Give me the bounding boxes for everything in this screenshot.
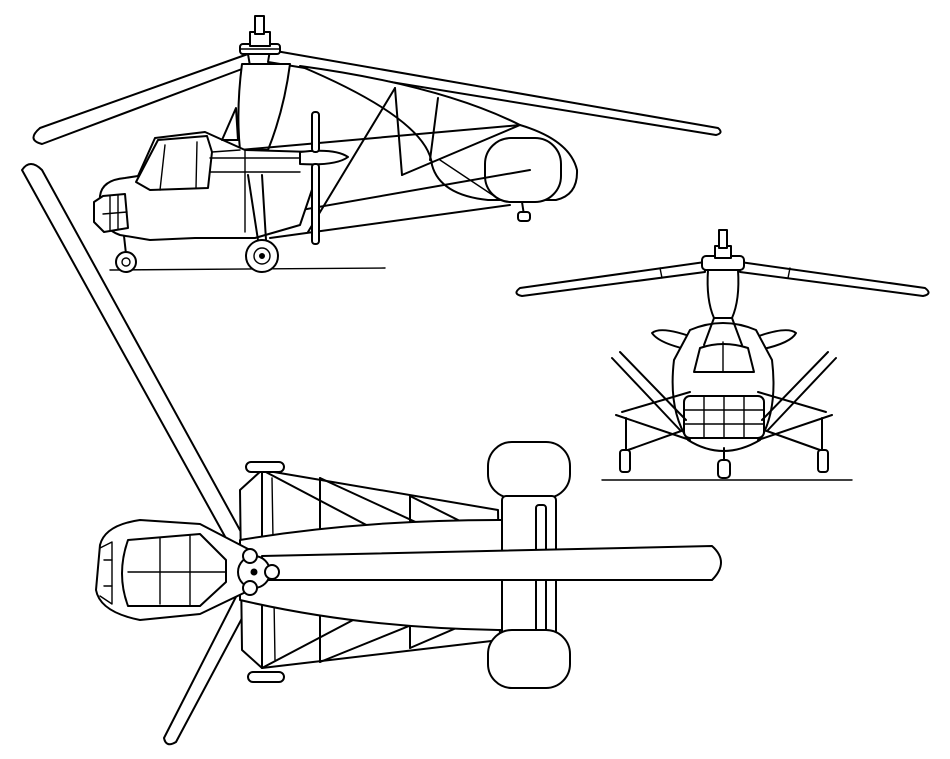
- side-canopy-frames: [159, 141, 311, 233]
- front-main-landing-gear: [619, 417, 829, 473]
- side-main-rotor-blade-rear: [267, 49, 722, 136]
- top-rotor-blade-aft: [261, 545, 722, 581]
- top-cockpit-canopy: [99, 533, 227, 607]
- front-rotor-pylon: [706, 269, 740, 319]
- top-rotor-hub: [237, 548, 280, 596]
- side-nose-glazing: [93, 193, 129, 233]
- front-nose-glazing: [683, 395, 765, 439]
- side-tail-rotor-pod: [484, 137, 562, 203]
- front-main-rotor: [515, 229, 930, 297]
- side-main-rotor-blade-front: [32, 53, 251, 145]
- top-propellers: [245, 461, 285, 683]
- top-view: [21, 163, 722, 746]
- top-rotor-blade-lower: [163, 584, 257, 746]
- side-view: [32, 15, 722, 273]
- top-rotor-blade-upper: [21, 163, 253, 561]
- side-tail-wheel: [517, 201, 531, 222]
- side-nose-landing-gear: [115, 235, 137, 273]
- side-rotor-pylon: [237, 63, 291, 151]
- front-view: [515, 229, 930, 481]
- front-windscreen: [693, 343, 755, 373]
- side-main-landing-gear: [245, 174, 279, 273]
- side-outrigger-propeller: [299, 111, 349, 245]
- front-nose-landing-gear: [717, 447, 731, 479]
- side-ground-line: [109, 267, 386, 271]
- side-dorsal-fin: [221, 107, 239, 141]
- side-cockpit-canopy: [135, 135, 213, 191]
- front-outrigger-struts: [611, 317, 837, 451]
- side-rotor-hub: [239, 15, 281, 55]
